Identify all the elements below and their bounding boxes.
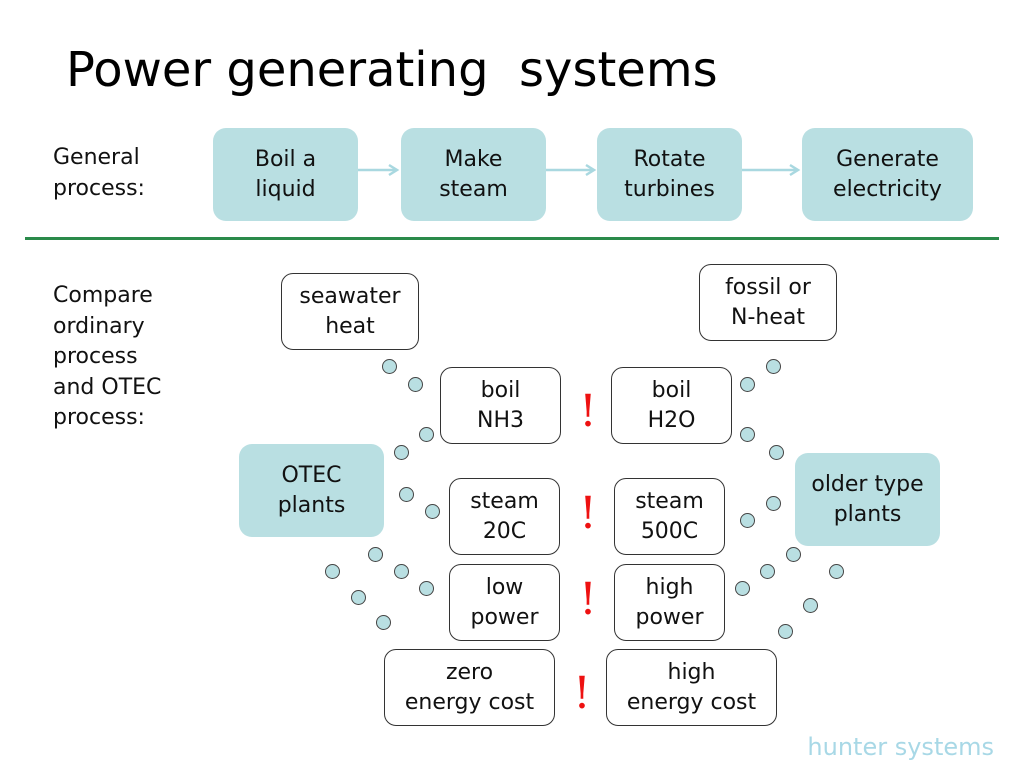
seawater-heat-box: seawater heat xyxy=(281,273,419,350)
connector-bubble xyxy=(418,580,434,596)
difference-marker: ! xyxy=(573,668,591,719)
connector-bubble xyxy=(350,589,366,605)
otec-cost-box: zero energy cost xyxy=(384,649,555,726)
difference-marker: ! xyxy=(579,488,597,539)
ordinary-boil-box: boil H2O xyxy=(611,367,732,444)
connector-bubble xyxy=(734,580,750,596)
connector-bubble xyxy=(759,563,775,579)
step-generate-electricity: Generate electricity xyxy=(802,128,973,221)
connector-bubble xyxy=(393,444,409,460)
connector-bubble xyxy=(739,512,755,528)
general-process-label: General process: xyxy=(53,145,145,201)
compare-label: Compare ordinary process and OTEC proces… xyxy=(53,283,162,430)
section-divider xyxy=(25,237,999,240)
arrow-3-head xyxy=(789,163,801,177)
otec-power-box: low power xyxy=(449,564,560,641)
connector-bubble xyxy=(768,444,784,460)
connector-bubble xyxy=(393,563,409,579)
connector-bubble xyxy=(398,486,414,502)
older-plants-box: older type plants xyxy=(795,453,940,546)
connector-bubble xyxy=(802,597,818,613)
connector-bubble xyxy=(739,426,755,442)
ordinary-power-box: high power xyxy=(614,564,725,641)
fossil-heat-box: fossil or N-heat xyxy=(699,264,837,341)
otec-steam-box: steam 20C xyxy=(449,478,560,555)
step-rotate-turbines: Rotate turbines xyxy=(597,128,742,221)
connector-bubble xyxy=(424,503,440,519)
connector-bubble xyxy=(375,614,391,630)
connector-bubble xyxy=(367,546,383,562)
connector-bubble xyxy=(828,563,844,579)
connector-bubble xyxy=(765,358,781,374)
step-make-steam: Make steam xyxy=(401,128,546,221)
slide-title: Power generating systems xyxy=(66,42,718,98)
connector-bubble xyxy=(407,376,423,392)
otec-plants-box: OTEC plants xyxy=(239,444,384,537)
otec-boil-box: boil NH3 xyxy=(440,367,561,444)
watermark: hunter systems xyxy=(807,733,994,761)
connector-bubble xyxy=(324,563,340,579)
connector-bubble xyxy=(785,546,801,562)
ordinary-cost-box: high energy cost xyxy=(606,649,777,726)
connector-bubble xyxy=(381,358,397,374)
step-boil-liquid: Boil a liquid xyxy=(213,128,358,221)
connector-bubble xyxy=(739,376,755,392)
arrow-2-head xyxy=(585,163,597,177)
connector-bubble xyxy=(418,426,434,442)
arrow-1-head xyxy=(388,163,400,177)
difference-marker: ! xyxy=(579,386,597,437)
ordinary-steam-box: steam 500C xyxy=(614,478,725,555)
difference-marker: ! xyxy=(579,574,597,625)
connector-bubble xyxy=(777,623,793,639)
connector-bubble xyxy=(765,495,781,511)
